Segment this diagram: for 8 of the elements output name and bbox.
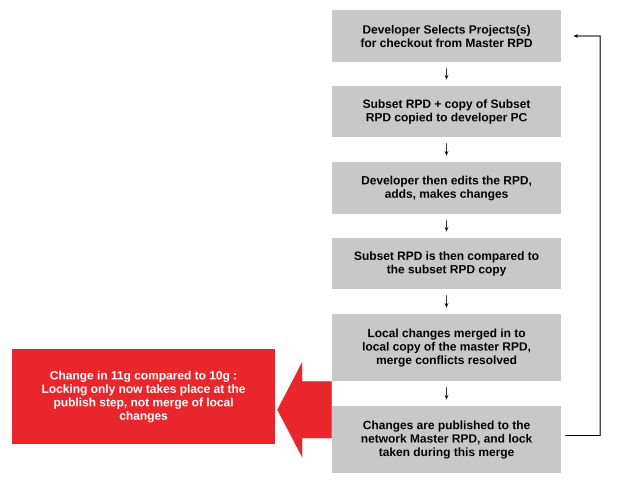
block-arrow (277, 362, 332, 458)
process-box: Local changes merged in to local copy of the master RPD, merge conflicts resolved (332, 314, 561, 381)
process-box: Developer Selects Projects(s) for checkout from Master RPD (332, 10, 561, 62)
process-box: Subset RPD is then compared to the subset RPD copy (332, 238, 561, 289)
process-box: Developer then edits the RPD, adds, makes changes (332, 162, 561, 214)
process-box: Changes are published to the network Master RPD, and lock taken during this merge (332, 406, 561, 473)
process-box: Subset RPD + copy of Subset RPD copied to developer PC (332, 86, 561, 137)
callout-box: Change in 11g compared to 10g : Locking only now takes place at the publish step, not merge of local changes (12, 349, 275, 444)
